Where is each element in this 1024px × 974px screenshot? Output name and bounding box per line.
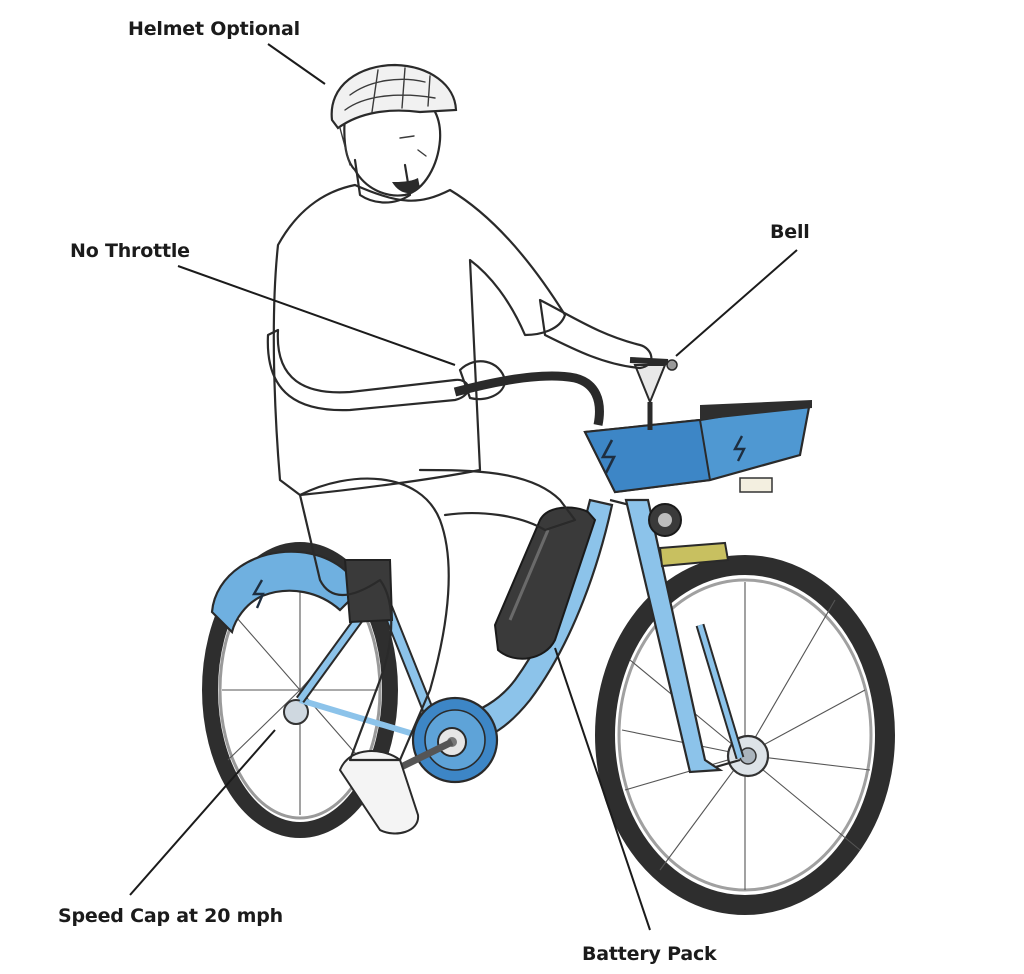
leader-bell bbox=[675, 249, 798, 357]
fender-logo-icon bbox=[251, 579, 265, 609]
label-bell: Bell bbox=[770, 221, 810, 243]
label-battery-pack: Battery Pack bbox=[582, 943, 717, 965]
helmet bbox=[330, 63, 458, 166]
label-no-throttle: No Throttle bbox=[70, 240, 190, 262]
front-wheel bbox=[595, 555, 895, 915]
basket-logo-icon bbox=[600, 439, 617, 474]
leader-speed-cap bbox=[129, 729, 276, 896]
front-basket bbox=[583, 400, 812, 494]
label-speed-cap: Speed Cap at 20 mph bbox=[58, 905, 283, 927]
leader-battery bbox=[554, 647, 651, 931]
chainring bbox=[393, 696, 499, 784]
basket-logo-icon-right bbox=[732, 435, 746, 462]
bell-icon bbox=[666, 359, 678, 371]
rear-fender bbox=[210, 550, 362, 635]
leader-lines bbox=[129, 43, 798, 931]
leader-helmet bbox=[267, 43, 326, 85]
label-helmet-optional: Helmet Optional bbox=[128, 18, 300, 40]
battery-pack bbox=[493, 506, 597, 660]
front-carrier-clip bbox=[658, 541, 730, 568]
leader-throttle bbox=[177, 265, 456, 366]
handlebar bbox=[453, 357, 678, 430]
rider bbox=[266, 63, 653, 835]
